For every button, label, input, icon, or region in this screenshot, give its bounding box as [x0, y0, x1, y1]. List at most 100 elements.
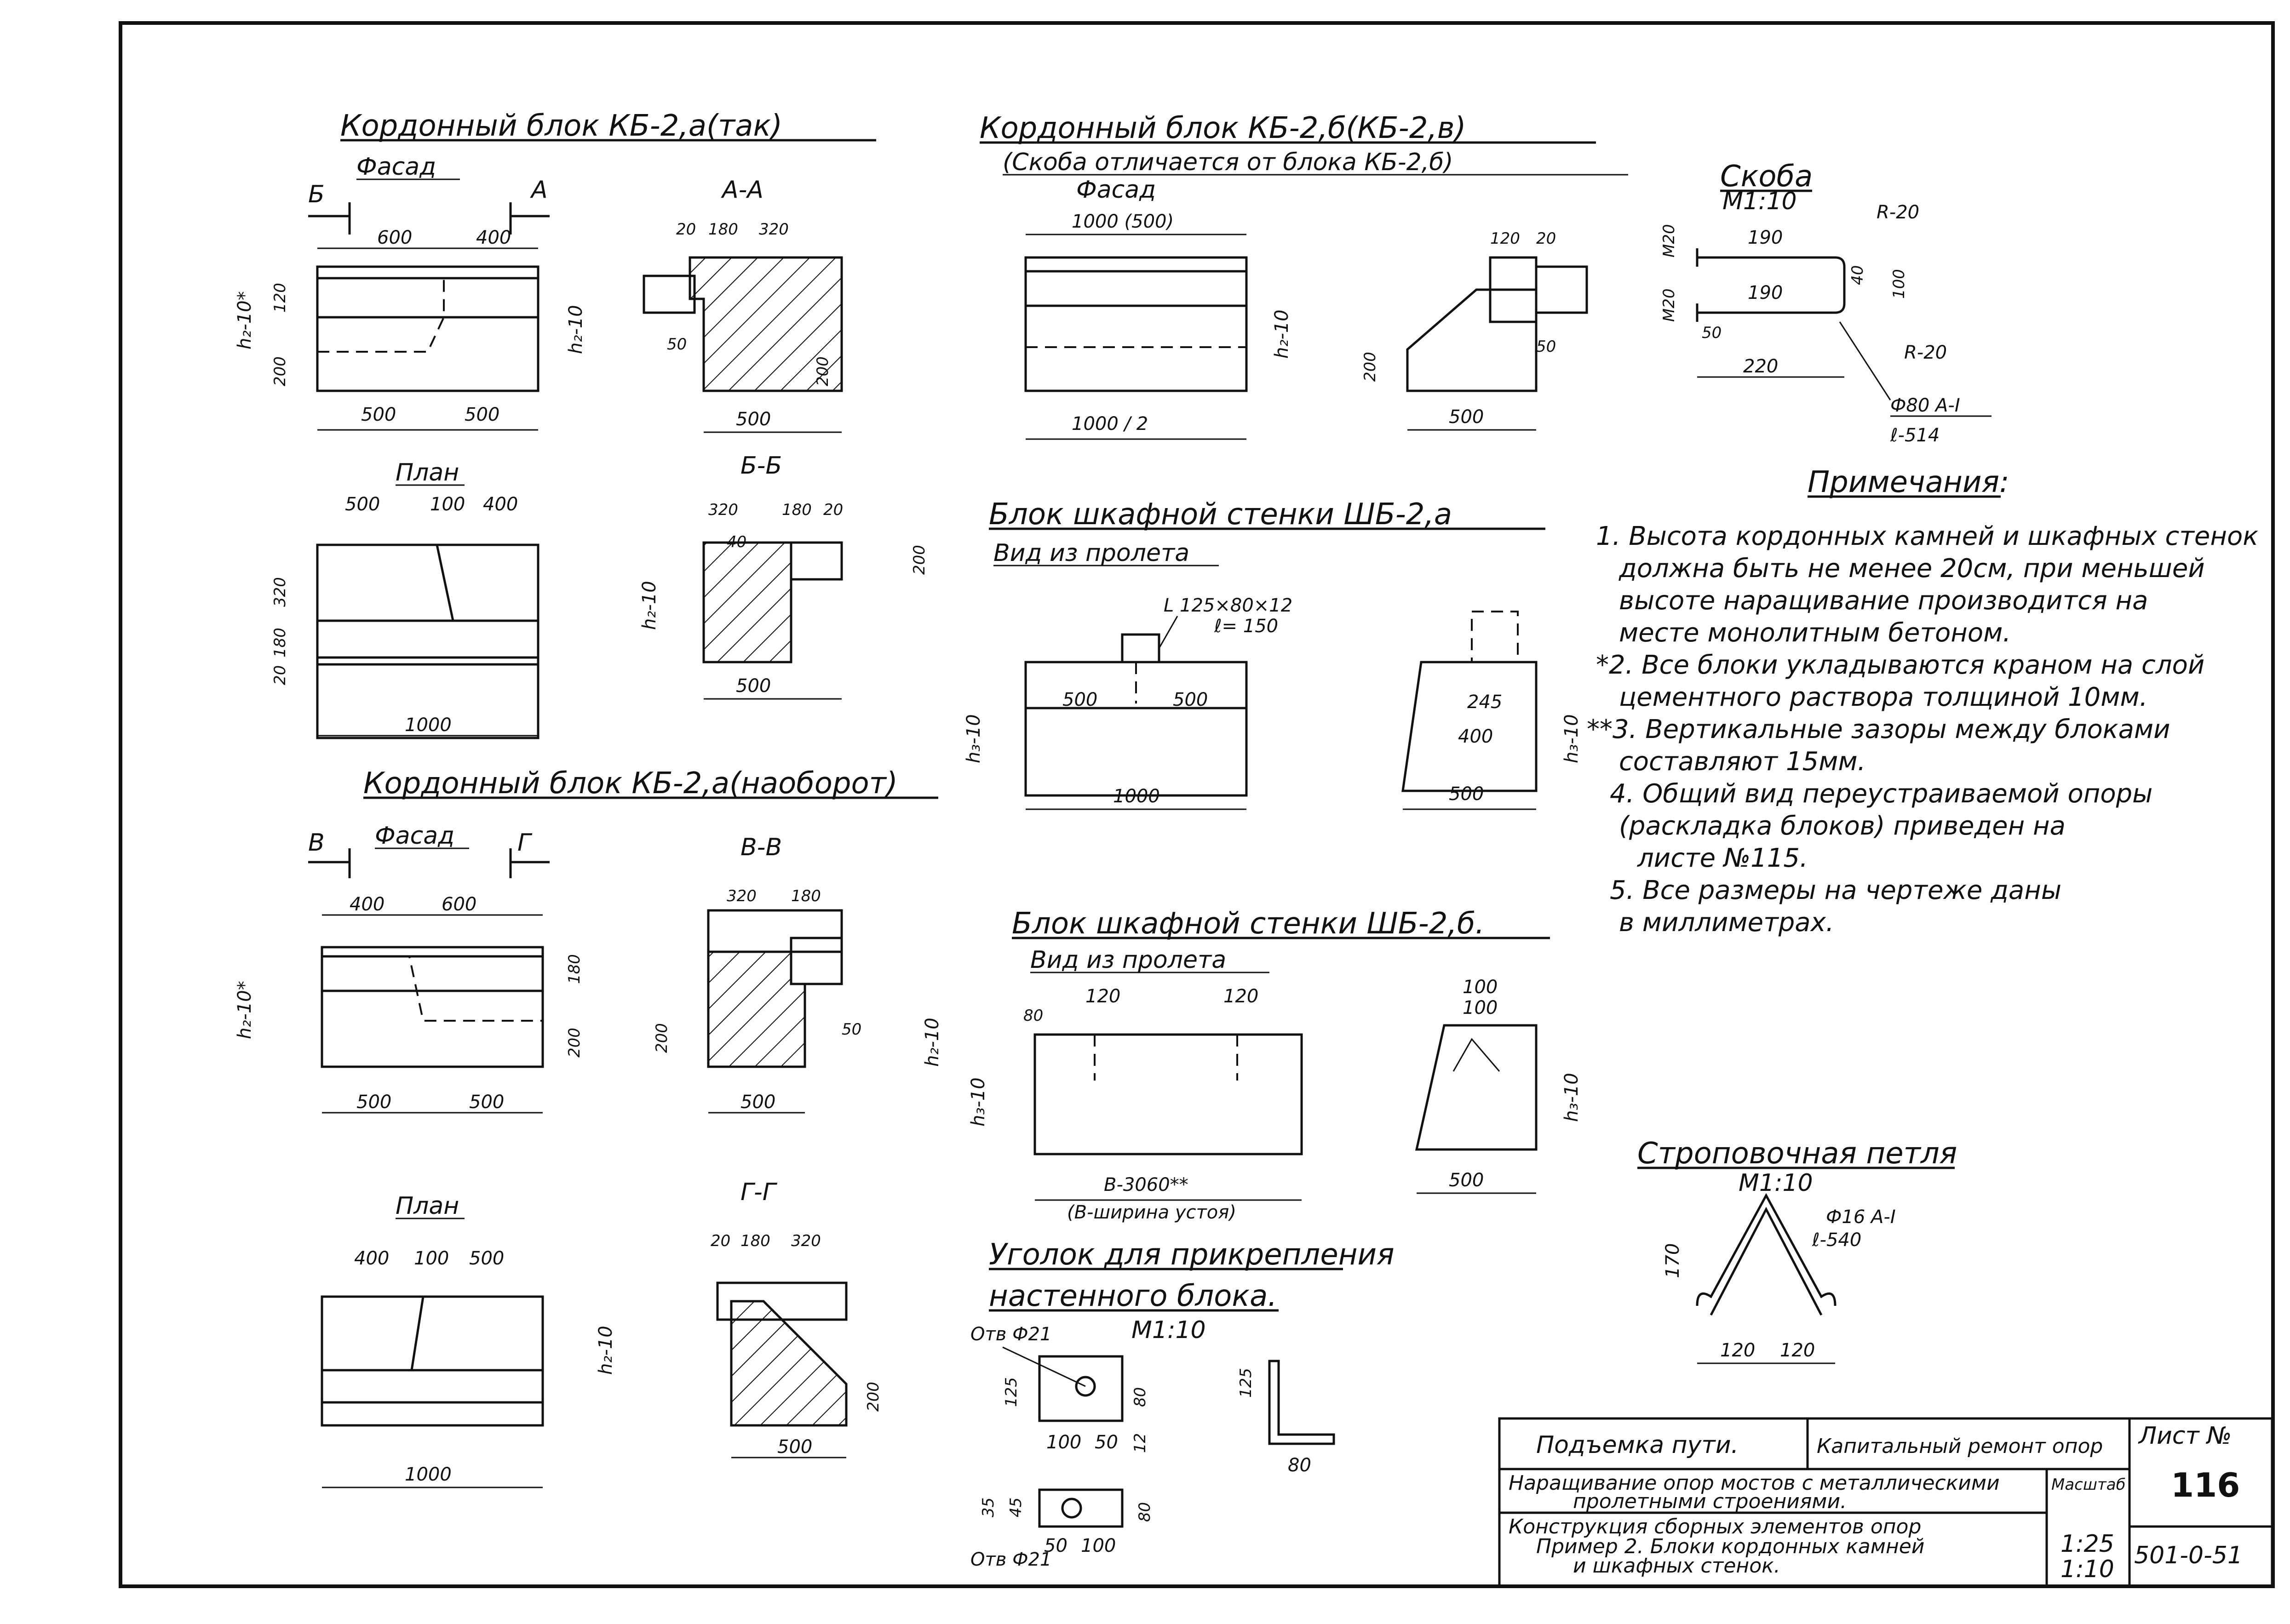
svg-text:h₂-10: h₂-10: [565, 305, 586, 354]
svg-text:h₂-10: h₂-10: [595, 1326, 616, 1375]
svg-text:50: 50: [1702, 324, 1722, 342]
svg-text:200: 200: [910, 545, 929, 575]
svg-text:80: 80: [1136, 1502, 1154, 1522]
svg-text:500: 500: [356, 1092, 391, 1113]
svg-text:h₂-10*: h₂-10*: [234, 291, 255, 349]
kb2a-tak-title: Кордонный блок КБ-2,а(так): [340, 109, 782, 143]
svg-text:М20: М20: [1660, 288, 1678, 322]
svg-text:высоте наращивание производитс: высоте наращивание производится на: [1619, 586, 2148, 616]
svg-text:В-В: В-В: [740, 834, 782, 861]
notes-title: Примечания:: [1808, 465, 2009, 499]
svg-text:Пример 2. Блоки кордонных камн: Пример 2. Блоки кордонных камней: [1536, 1535, 1924, 1558]
stamp-sheet-label: Лист №: [2138, 1422, 2232, 1450]
svg-text:80: 80: [1023, 1006, 1043, 1025]
ugolok-title: Уголок для прикрепления: [989, 1238, 1395, 1272]
svg-text:h₃-10: h₃-10: [963, 714, 984, 763]
svg-text:600: 600: [442, 894, 476, 915]
svg-text:Вид из пролета: Вид из пролета: [1030, 946, 1226, 974]
svg-text:320: 320: [791, 1232, 821, 1250]
svg-text:200: 200: [565, 1028, 584, 1058]
title-block: Подъемка пути. Капитальный ремонт опор Л…: [1498, 1417, 2273, 1588]
svg-text:50: 50: [842, 1020, 861, 1039]
svg-text:320: 320: [727, 887, 757, 905]
svg-text:цементного раствора толщиной 1: цементного раствора толщиной 10мм.: [1619, 682, 2148, 712]
svg-text:180: 180: [271, 628, 289, 658]
svg-text:320: 320: [271, 577, 289, 607]
kb2b-group: Кордонный блок КБ-2,б(КБ-2,в) (Скоба отл…: [980, 111, 1628, 440]
svg-text:180: 180: [565, 954, 584, 984]
mark-a: А: [530, 176, 548, 204]
svg-text:100: 100: [1890, 269, 1908, 299]
svg-text:20: 20: [271, 665, 289, 685]
svg-text:200: 200: [864, 1382, 883, 1412]
svg-text:500: 500: [736, 409, 771, 430]
svg-text:200: 200: [271, 356, 289, 386]
notes-group: Примечания: 1. Высота кордонных камней и…: [1587, 465, 2258, 938]
svg-text:Ф80 А-I: Ф80 А-I: [1890, 395, 1960, 416]
svg-text:120: 120: [1085, 986, 1120, 1007]
svg-text:45: 45: [1007, 1498, 1025, 1517]
svg-text:500: 500: [1062, 689, 1097, 710]
kb2a-naobor-title: Кордонный блок КБ-2,а(наоборот): [363, 766, 898, 801]
svg-text:h₂-10: h₂-10: [1271, 309, 1292, 359]
kb2b-title: Кордонный блок КБ-2,б(КБ-2,в): [980, 111, 1466, 145]
shb2a-title: Блок шкафной стенки ШБ-2,а: [989, 497, 1452, 532]
svg-text:200: 200: [1361, 352, 1379, 382]
svg-text:80: 80: [1288, 1455, 1311, 1476]
svg-text:12: 12: [1131, 1433, 1149, 1453]
svg-text:ℓ= 150: ℓ= 150: [1214, 616, 1278, 637]
svg-text:170: 170: [1662, 1243, 1683, 1278]
svg-text:В-3060**: В-3060**: [1104, 1174, 1188, 1195]
svg-text:Конструкция сборных элементов: Конструкция сборных элементов опор: [1509, 1515, 1921, 1538]
svg-text:настенного блока.: настенного блока.: [989, 1279, 1277, 1313]
svg-text:320: 320: [708, 501, 738, 519]
sec-bb-label: Б-Б: [740, 452, 782, 480]
mark-b: Б: [308, 181, 325, 208]
svg-text:Ф16 А-I: Ф16 А-I: [1826, 1207, 1896, 1228]
svg-text:h₂-10: h₂-10: [922, 1018, 943, 1067]
shb2b-title: Блок шкафной стенки ШБ-2,б.: [1012, 907, 1485, 941]
svg-text:(раскладка блоков) приведен на: (раскладка блоков) приведен на: [1619, 811, 2066, 841]
svg-text:50: 50: [1536, 337, 1556, 356]
svg-text:500: 500: [469, 1092, 504, 1113]
kb2b-facade: [1024, 256, 1248, 392]
svg-text:500: 500: [740, 1092, 775, 1113]
sec-aa-label: А-А: [721, 176, 763, 204]
svg-text:500: 500: [345, 494, 380, 515]
svg-text:h₂-10*: h₂-10*: [234, 981, 255, 1039]
svg-text:(Скоба отличается от блока КБ-: (Скоба отличается от блока КБ-2,б): [1003, 149, 1453, 176]
kb2a-tak-plan-label: План: [396, 459, 459, 486]
svg-text:Вид из пролета: Вид из пролета: [993, 539, 1189, 567]
svg-text:320: 320: [759, 220, 789, 239]
svg-text:500: 500: [1173, 689, 1208, 710]
svg-text:L 125×80×12: L 125×80×12: [1164, 595, 1292, 616]
svg-text:В: В: [308, 829, 325, 857]
svg-text:4. Общий вид переустраиваемой: 4. Общий вид переустраиваемой опоры: [1610, 779, 2152, 809]
kb2a-naobor-plan: [321, 1295, 544, 1427]
svg-text:500: 500: [1449, 1170, 1484, 1191]
svg-text:месте монолитным бетоном.: месте монолитным бетоном.: [1619, 618, 2011, 648]
svg-text:500: 500: [469, 1248, 504, 1269]
kb2a-tak-facade: [316, 265, 539, 392]
svg-text:1:10: 1:10: [2060, 1555, 2114, 1583]
svg-text:50: 50: [667, 335, 687, 354]
kb2a-naobor-facade: [321, 946, 544, 1068]
svg-text:120: 120: [1720, 1340, 1755, 1361]
svg-text:1000 (500): 1000 (500): [1072, 211, 1174, 232]
svg-text:Отв Ф21: Отв Ф21: [970, 1324, 1051, 1345]
svg-text:40: 40: [727, 533, 746, 551]
svg-text:120: 120: [271, 283, 289, 313]
svg-text:40: 40: [1848, 265, 1867, 285]
shb2a-group: Блок шкафной стенки ШБ-2,а Вид из пролет…: [963, 497, 1582, 810]
svg-text:190: 190: [1748, 282, 1783, 303]
svg-text:листе №115.: листе №115.: [1637, 843, 1808, 873]
shb2b-view: [1033, 1033, 1303, 1155]
svg-text:h₂-10: h₂-10: [639, 581, 660, 630]
svg-text:М20: М20: [1660, 224, 1678, 257]
svg-text:125: 125: [1002, 1377, 1021, 1407]
svg-text:20: 20: [676, 220, 696, 239]
svg-text:Г-Г: Г-Г: [740, 1178, 778, 1206]
kb2a-tak-plan: [316, 543, 539, 739]
stamp-sheet-no: 116: [2171, 1466, 2240, 1504]
svg-text:100: 100: [430, 494, 465, 515]
